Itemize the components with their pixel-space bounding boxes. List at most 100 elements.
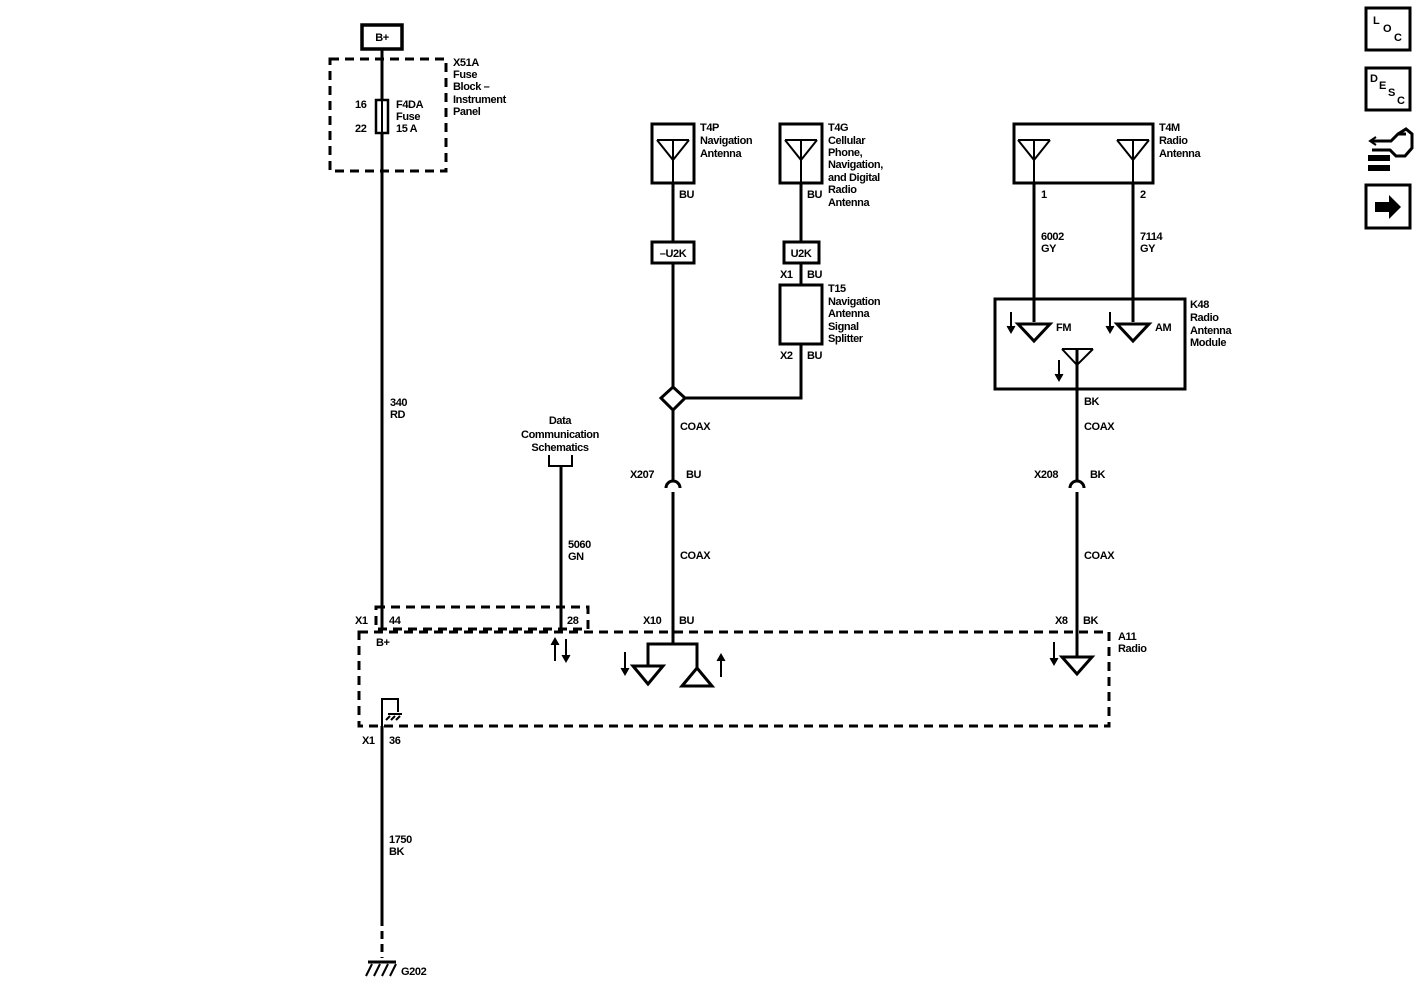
svg-text:T4G: T4G bbox=[828, 122, 848, 134]
u2k-connector-right: U2K bbox=[782, 240, 821, 265]
svg-text:O: O bbox=[1383, 23, 1392, 35]
svg-text:B+: B+ bbox=[376, 637, 390, 649]
x208-connector: X208 BK bbox=[1034, 469, 1106, 498]
svg-text:X8: X8 bbox=[1055, 615, 1068, 627]
svg-text:T15: T15 bbox=[828, 283, 846, 295]
desc-button[interactable]: D E S C bbox=[1364, 66, 1412, 112]
wire-340-rd: 340 RD bbox=[380, 133, 408, 630]
svg-text:Instrument: Instrument bbox=[453, 94, 507, 106]
svg-text:Panel: Panel bbox=[453, 106, 481, 118]
coax-label-1: COAX bbox=[680, 421, 711, 433]
svg-text:Module: Module bbox=[1190, 337, 1226, 349]
fuse-pin-16: 16 bbox=[355, 99, 367, 111]
svg-text:Schematics: Schematics bbox=[531, 442, 588, 454]
b-plus-box: B+ bbox=[360, 23, 404, 51]
svg-text:C: C bbox=[1397, 95, 1405, 107]
a11-radio: A11 Radio X1 44 28 B+ X10 BU X8 BK X1 36 bbox=[355, 605, 1148, 747]
svg-text:BU: BU bbox=[807, 269, 823, 281]
svg-text:Communication: Communication bbox=[521, 429, 600, 441]
svg-text:B+: B+ bbox=[375, 32, 389, 44]
t4m-radio-antenna: T4M Radio Antenna 1 2 bbox=[1012, 122, 1202, 201]
wire-5060-label: 5060 bbox=[568, 539, 591, 551]
arrow-right-icon bbox=[1375, 195, 1401, 219]
svg-text:BU: BU bbox=[679, 189, 695, 201]
svg-text:X1: X1 bbox=[355, 615, 368, 627]
svg-text:C: C bbox=[1394, 32, 1402, 44]
svg-text:X1: X1 bbox=[362, 735, 375, 747]
wire-7114-gy: 7114 GY bbox=[1131, 183, 1164, 322]
coax-label-2: COAX bbox=[680, 550, 711, 562]
loc-button[interactable]: L O C bbox=[1364, 6, 1412, 52]
svg-text:340: 340 bbox=[390, 397, 407, 409]
svg-text:GY: GY bbox=[1041, 243, 1057, 255]
svg-text:T4P: T4P bbox=[700, 122, 719, 134]
svg-text:6002: 6002 bbox=[1041, 231, 1064, 243]
svg-text:BK: BK bbox=[1083, 615, 1099, 627]
svg-text:Splitter: Splitter bbox=[828, 333, 864, 345]
svg-text:1750: 1750 bbox=[389, 834, 412, 846]
svg-text:–U2K: –U2K bbox=[660, 248, 687, 260]
svg-text:X1: X1 bbox=[780, 269, 793, 281]
svg-text:Antenna: Antenna bbox=[1190, 325, 1232, 337]
fuse-pin-22: 22 bbox=[355, 123, 367, 135]
svg-text:Block –: Block – bbox=[453, 81, 490, 93]
x207-connector: X207 BU bbox=[630, 469, 702, 498]
svg-text:44: 44 bbox=[389, 615, 402, 627]
svg-text:GY: GY bbox=[1140, 243, 1156, 255]
k48-output-color: BK bbox=[1084, 396, 1100, 408]
svg-text:7114: 7114 bbox=[1140, 231, 1164, 243]
svg-text:K48: K48 bbox=[1190, 299, 1209, 311]
svg-text:BK: BK bbox=[1090, 469, 1106, 481]
svg-text:L: L bbox=[1373, 15, 1380, 27]
svg-text:Signal: Signal bbox=[828, 321, 859, 333]
svg-text:Antenna: Antenna bbox=[700, 148, 742, 160]
svg-text:Phone,: Phone, bbox=[828, 147, 863, 159]
svg-text:FM: FM bbox=[1056, 322, 1071, 334]
t4g-cellular-antenna: T4G Cellular Phone, Navigation, and Digi… bbox=[778, 122, 884, 209]
svg-text:and Digital: and Digital bbox=[828, 172, 880, 184]
connector-icon bbox=[1368, 127, 1414, 171]
svg-text:Radio: Radio bbox=[1190, 312, 1219, 324]
fuse-block-x51a: 16 22 F4DA Fuse 15 A X51A Fuse Block – I… bbox=[328, 49, 507, 173]
svg-text:Fuse: Fuse bbox=[396, 111, 420, 123]
radio-x1-connector bbox=[374, 605, 590, 631]
svg-text:F4DA: F4DA bbox=[396, 99, 424, 111]
svg-text:Radio: Radio bbox=[1118, 643, 1147, 655]
wire-6002-gy: 6002 GY bbox=[1032, 183, 1065, 322]
svg-text:15 A: 15 A bbox=[396, 123, 418, 135]
svg-text:GN: GN bbox=[568, 551, 584, 563]
svg-text:Antenna: Antenna bbox=[1159, 148, 1201, 160]
next-page-button[interactable] bbox=[1364, 183, 1412, 230]
svg-text:Radio: Radio bbox=[828, 184, 857, 196]
svg-text:A11: A11 bbox=[1118, 631, 1137, 643]
svg-text:Fuse: Fuse bbox=[453, 69, 477, 81]
u2k-connector-left: –U2K bbox=[650, 240, 696, 265]
connector-view-button[interactable] bbox=[1368, 127, 1414, 171]
svg-text:BU: BU bbox=[807, 350, 823, 362]
svg-text:Navigation: Navigation bbox=[700, 135, 753, 147]
svg-text:X207: X207 bbox=[630, 469, 654, 481]
ground-g202-label: G202 bbox=[401, 966, 427, 978]
svg-text:BU: BU bbox=[807, 189, 823, 201]
svg-text:Antenna: Antenna bbox=[828, 308, 870, 320]
svg-text:BK: BK bbox=[389, 846, 405, 858]
svg-text:28: 28 bbox=[567, 615, 579, 627]
ground-g202-icon: G202 bbox=[365, 960, 427, 978]
svg-text:T4M: T4M bbox=[1159, 122, 1180, 134]
coax-splice bbox=[658, 384, 688, 413]
svg-text:Data: Data bbox=[549, 415, 573, 427]
svg-text:X10: X10 bbox=[643, 615, 662, 627]
svg-text:Radio: Radio bbox=[1159, 135, 1188, 147]
wire-1750-bk: 1750 BK bbox=[380, 726, 413, 958]
svg-text:E: E bbox=[1379, 80, 1386, 92]
svg-text:X208: X208 bbox=[1034, 469, 1058, 481]
svg-text:Antenna: Antenna bbox=[828, 197, 870, 209]
svg-text:S: S bbox=[1388, 87, 1395, 99]
svg-text:2: 2 bbox=[1140, 189, 1146, 201]
svg-text:Navigation: Navigation bbox=[828, 296, 881, 308]
coax-label-4: COAX bbox=[1084, 550, 1115, 562]
svg-text:D: D bbox=[1370, 73, 1378, 85]
coax-label-3: COAX bbox=[1084, 421, 1115, 433]
fuse-block-label: X51A bbox=[453, 57, 479, 69]
